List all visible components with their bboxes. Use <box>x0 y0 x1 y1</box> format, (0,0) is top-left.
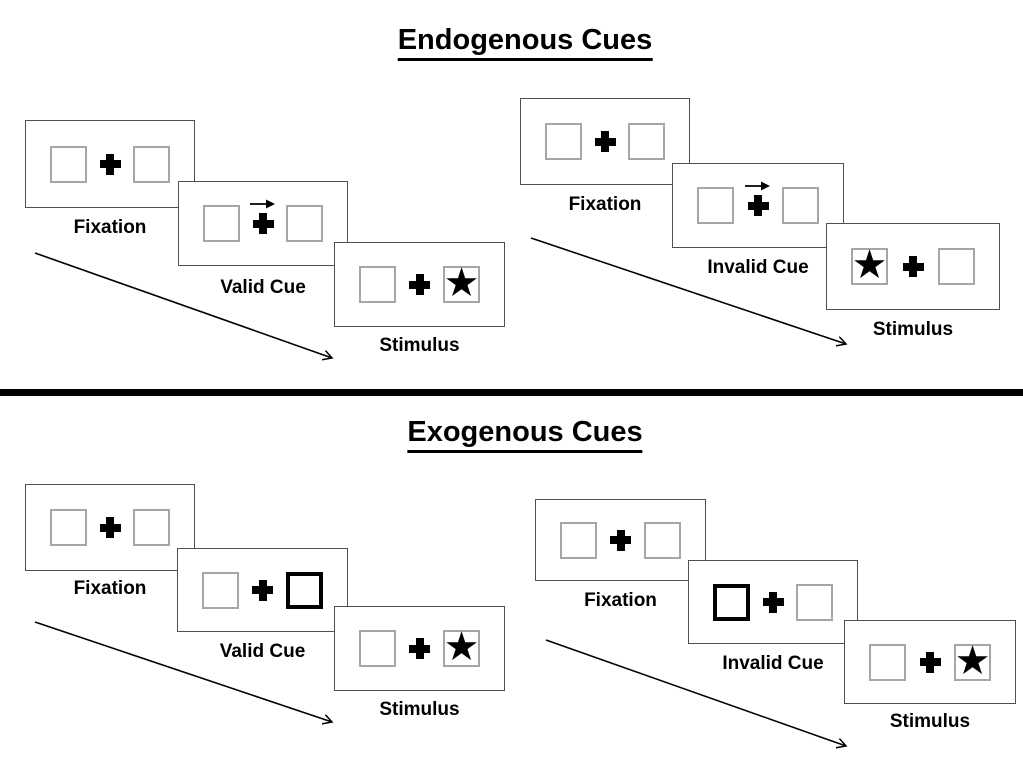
panel-label: Fixation <box>73 578 147 599</box>
right-placeholder-box: ★ <box>443 260 480 306</box>
panel-label: Stimulus <box>889 711 971 732</box>
right-placeholder-box <box>286 205 323 242</box>
panel-label: Stimulus <box>379 699 460 720</box>
star-icon: ★ <box>954 637 991 684</box>
time-sequence-arrow <box>530 237 858 355</box>
left-placeholder-box <box>203 205 240 242</box>
left-placeholder-box <box>697 187 734 224</box>
fixation-cross-icon <box>902 256 924 277</box>
left-placeholder-box <box>545 123 582 160</box>
fixation-cross-icon <box>252 579 273 601</box>
star-icon: ★ <box>851 242 888 288</box>
stimulus-panel: ★ <box>844 620 1016 704</box>
fixation-panel <box>25 120 195 208</box>
time-sequence-arrow <box>545 639 858 757</box>
section-divider <box>0 389 1023 396</box>
panel-label: Fixation <box>73 217 147 238</box>
cue-arrow-icon <box>250 199 275 209</box>
fixation-cross-icon <box>745 181 770 216</box>
right-placeholder-box <box>133 509 170 546</box>
fixation-cross-icon <box>409 274 430 295</box>
fixation-cross-icon <box>250 199 275 234</box>
stimulus-panel: ★ <box>334 606 505 691</box>
valid-cue-panel <box>178 181 348 266</box>
fixation-panel <box>25 484 195 571</box>
panel-label: Valid Cue <box>220 277 306 298</box>
star-icon: ★ <box>443 260 480 306</box>
invalid-cue-panel <box>688 560 858 644</box>
left-placeholder-box: ★ <box>851 242 888 288</box>
fixation-cross-icon <box>919 651 941 673</box>
stimulus-panel: ★ <box>334 242 505 327</box>
right-placeholder-box <box>938 248 975 285</box>
fixation-panel <box>520 98 690 185</box>
panel-label: Invalid Cue <box>707 257 809 278</box>
left-placeholder-box <box>359 266 396 303</box>
cue-arrow-icon <box>745 181 770 191</box>
fixation-cross-icon <box>762 591 784 613</box>
left-placeholder-box <box>50 509 87 546</box>
right-placeholder-box <box>628 123 665 160</box>
panel-label: Fixation <box>568 194 642 215</box>
left-placeholder-box <box>202 571 239 609</box>
fixation-cross-icon <box>99 153 121 175</box>
fixation-cross-icon <box>610 529 631 551</box>
right-placeholder-box <box>796 583 833 621</box>
right-placeholder-box <box>644 521 681 559</box>
stimulus-panel: ★ <box>826 223 1000 310</box>
star-icon: ★ <box>443 624 480 670</box>
right-placeholder-box <box>133 145 170 183</box>
panel-label: Stimulus <box>379 335 460 356</box>
endogenous-title-text: Endogenous Cues <box>397 24 653 61</box>
right-placeholder-box: ★ <box>443 624 480 670</box>
fixation-cross-icon <box>409 638 430 659</box>
fixation-cross-icon <box>594 131 616 152</box>
panel-label: Stimulus <box>872 319 954 340</box>
left-placeholder-box <box>560 521 597 559</box>
fixation-panel <box>535 499 706 581</box>
valid-cue-panel <box>177 548 348 632</box>
left-placeholder-box <box>869 643 906 681</box>
panel-label: Valid Cue <box>219 641 306 662</box>
time-sequence-arrow <box>34 621 344 733</box>
exogenous-title: Exogenous Cues <box>407 416 643 453</box>
cue-highlight-box <box>713 583 750 621</box>
left-placeholder-box <box>50 145 87 183</box>
right-placeholder-box <box>782 187 819 224</box>
cue-highlight-box <box>286 571 323 609</box>
fixation-cross-icon <box>99 517 121 538</box>
invalid-cue-panel <box>672 163 844 248</box>
time-sequence-arrow <box>34 252 344 368</box>
right-placeholder-box: ★ <box>954 637 991 684</box>
panel-label: Invalid Cue <box>722 653 824 674</box>
endogenous-title: Endogenous Cues <box>397 24 653 61</box>
panel-label: Fixation <box>584 590 657 611</box>
exogenous-title-text: Exogenous Cues <box>407 416 643 453</box>
left-placeholder-box <box>359 630 396 667</box>
